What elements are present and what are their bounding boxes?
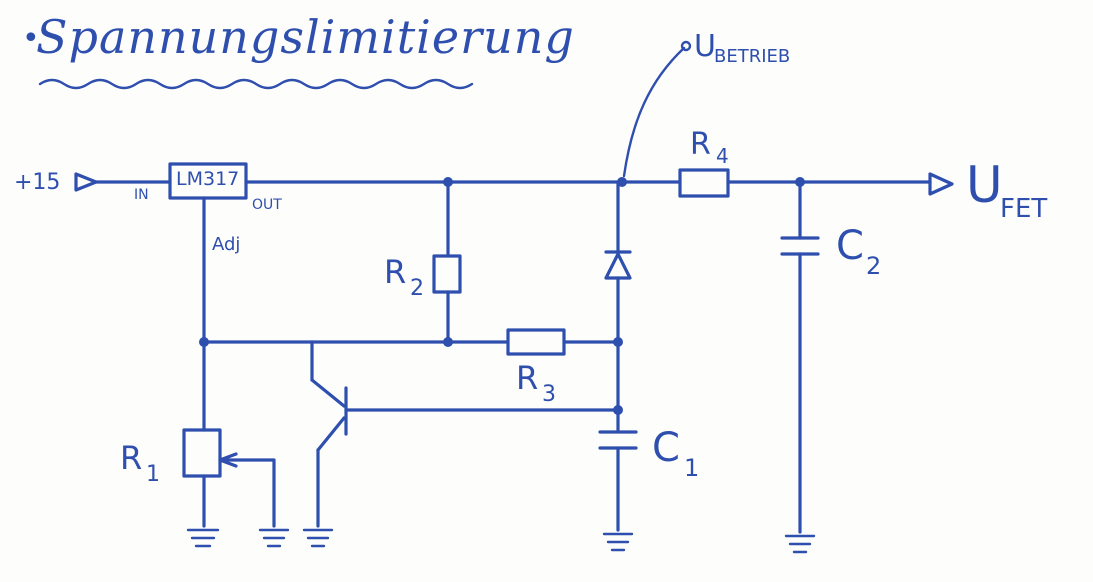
r2-label: R xyxy=(384,253,407,291)
transistor-emitter xyxy=(316,416,346,452)
r1-body xyxy=(182,428,222,478)
r4-label: R xyxy=(690,127,711,162)
junction-r2-top xyxy=(443,177,453,187)
c2-sub: 2 xyxy=(866,252,882,280)
diode-triangle xyxy=(604,252,632,280)
junction-r3-right xyxy=(613,337,623,347)
ubetrieb-u: U xyxy=(694,29,716,64)
r3-body xyxy=(506,328,566,356)
c1-sub: 1 xyxy=(684,454,700,482)
out-pin-label: OUT xyxy=(252,197,282,213)
in-pin-label: IN xyxy=(134,187,149,203)
input-label: +15 xyxy=(14,170,61,195)
junction-base xyxy=(613,405,623,415)
r2-sub: 2 xyxy=(410,276,424,301)
output-sub: FET xyxy=(1000,194,1048,224)
r4-body xyxy=(678,168,730,198)
junction-c2-top xyxy=(795,177,805,187)
output-u: U xyxy=(966,156,1003,214)
r4-sub: 4 xyxy=(716,144,729,168)
page-title: Spannungslimitierung xyxy=(36,10,575,64)
ic-label: LM317 xyxy=(176,168,240,190)
output-terminal-symbol xyxy=(928,172,954,196)
input-terminal-symbol xyxy=(74,172,98,192)
junction-r2-bottom xyxy=(443,337,453,347)
ubetrieb-pointer xyxy=(622,46,686,178)
ubetrieb-pointer-end xyxy=(680,40,692,52)
transistor-collector xyxy=(310,378,346,408)
c1-label: C xyxy=(652,425,680,471)
junction-ubetrieb xyxy=(617,177,627,187)
wire-r1-wiper xyxy=(218,458,276,528)
r1-label: R xyxy=(120,439,143,477)
r3-sub: 3 xyxy=(542,382,556,407)
r3-label: R xyxy=(516,359,539,397)
c2-label: C xyxy=(836,223,864,269)
r1-sub: 1 xyxy=(146,462,160,487)
r2-body xyxy=(432,254,462,294)
adj-pin-label: Adj xyxy=(212,234,241,255)
ubetrieb-sub: BETRIEB xyxy=(714,46,791,67)
title-bullet: • xyxy=(22,21,40,56)
junction-adj xyxy=(199,337,209,347)
title-underline xyxy=(38,78,474,90)
